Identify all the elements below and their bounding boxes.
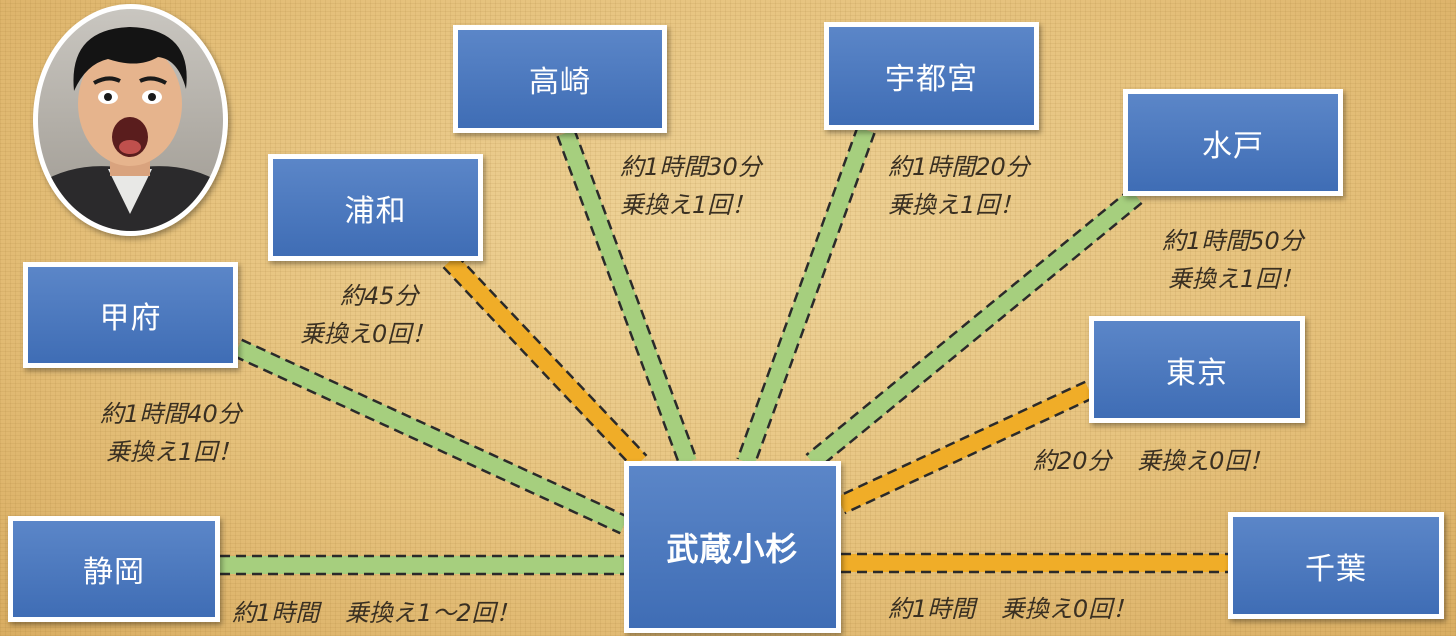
route-time-kofu: 約1時間40分 <box>100 400 242 428</box>
station-label-kofu: 甲府 <box>99 301 162 336</box>
route-band-takasaki <box>557 129 697 466</box>
route-time-takasaki: 約1時間30分 <box>620 153 762 181</box>
route-line-chiba <box>841 552 1228 574</box>
route-dash-takasaki-2 <box>573 129 698 460</box>
route-line-shizuoka <box>220 554 624 576</box>
route-line-takasaki <box>556 129 698 466</box>
station-kofu: 甲府 <box>23 262 238 368</box>
route-transfer-chiba: 乗換え0回！ <box>1000 595 1137 623</box>
route-time-utsunomiya: 約1時間20分 <box>888 153 1030 181</box>
route-note-utsunomiya: 約1時間20分 乗換え1回！ <box>888 148 1030 224</box>
route-dash-urawa-1 <box>442 266 635 470</box>
route-note-chiba: 約1時間 乗換え0回！ <box>888 590 1136 628</box>
route-time-urawa: 約45分 <box>340 282 419 310</box>
route-transfer-mito: 乗換え1回！ <box>1168 265 1304 293</box>
route-band-mito <box>806 189 1142 469</box>
route-time-shizuoka: 約1時間 <box>232 599 320 627</box>
station-label-utsunomiya: 宇都宮 <box>885 62 978 97</box>
route-dash-tokyo-1 <box>836 380 1086 498</box>
route-band-utsunomiya <box>737 126 875 466</box>
route-note-urawa: 約45分 乗換え0回！ <box>300 277 435 353</box>
station-musashi-kosugi: 武蔵小杉 <box>624 461 841 633</box>
station-utsunomiya: 宇都宮 <box>824 22 1039 130</box>
route-band-tokyo <box>837 381 1093 514</box>
route-note-takasaki: 約1時間30分 乗換え1回！ <box>620 148 762 224</box>
station-label-musashi-kosugi: 武蔵小杉 <box>666 530 799 568</box>
route-time-chiba: 約1時間 <box>888 595 976 623</box>
route-note-mito: 約1時間50分 乗換え1回！ <box>1162 222 1304 298</box>
route-dash-mito-2 <box>816 201 1143 470</box>
route-note-kofu: 約1時間40分 乗換え1回！ <box>100 395 242 471</box>
station-label-chiba: 千葉 <box>1305 551 1367 587</box>
station-label-shizuoka: 静岡 <box>83 555 145 590</box>
route-dash-urawa-2 <box>455 253 648 457</box>
station-shizuoka: 静岡 <box>8 516 220 622</box>
route-dash-utsunomiya-1 <box>736 126 859 460</box>
route-transfer-tokyo: 乗換え0回！ <box>1137 447 1273 475</box>
avatar <box>33 4 228 236</box>
route-line-kofu <box>233 338 629 535</box>
route-band-kofu <box>234 339 628 534</box>
route-band-urawa <box>443 254 647 469</box>
station-label-tokyo: 東京 <box>1166 355 1228 391</box>
station-label-takasaki: 高崎 <box>529 65 591 100</box>
route-transfer-shizuoka: 乗換え1～2回！ <box>344 599 520 627</box>
route-transfer-kofu: 乗換え1回！ <box>106 438 242 466</box>
route-dash-kofu-1 <box>233 355 621 535</box>
station-chiba: 千葉 <box>1228 512 1444 619</box>
route-transfer-utsunomiya: 乗換え1回！ <box>888 191 1024 219</box>
station-label-urawa: 浦和 <box>344 193 407 229</box>
route-dash-kofu-2 <box>241 338 629 518</box>
route-line-utsunomiya <box>736 126 876 466</box>
surprised-man-portrait-icon <box>38 27 223 231</box>
route-time-tokyo: 約20分 <box>1033 447 1112 475</box>
station-tokyo: 東京 <box>1089 316 1305 423</box>
route-note-tokyo: 約20分 乗換え0回！ <box>1033 442 1272 480</box>
station-takasaki: 高崎 <box>453 25 667 133</box>
station-urawa: 浦和 <box>268 154 483 261</box>
route-line-mito <box>805 188 1143 470</box>
station-mito: 水戸 <box>1123 89 1343 196</box>
route-dash-utsunomiya-2 <box>753 132 876 466</box>
route-dash-tokyo-2 <box>844 397 1094 515</box>
route-dash-takasaki-1 <box>556 135 681 466</box>
route-transfer-takasaki: 乗換え1回！ <box>620 191 756 219</box>
route-line-tokyo <box>836 380 1094 515</box>
station-label-mito: 水戸 <box>1202 128 1264 164</box>
route-note-shizuoka: 約1時間 乗換え1～2回！ <box>232 594 519 632</box>
route-line-urawa <box>442 253 648 470</box>
route-transfer-urawa: 乗換え0回！ <box>300 320 436 348</box>
route-time-mito: 約1時間50分 <box>1162 227 1304 255</box>
route-dash-mito-1 <box>805 188 1132 457</box>
